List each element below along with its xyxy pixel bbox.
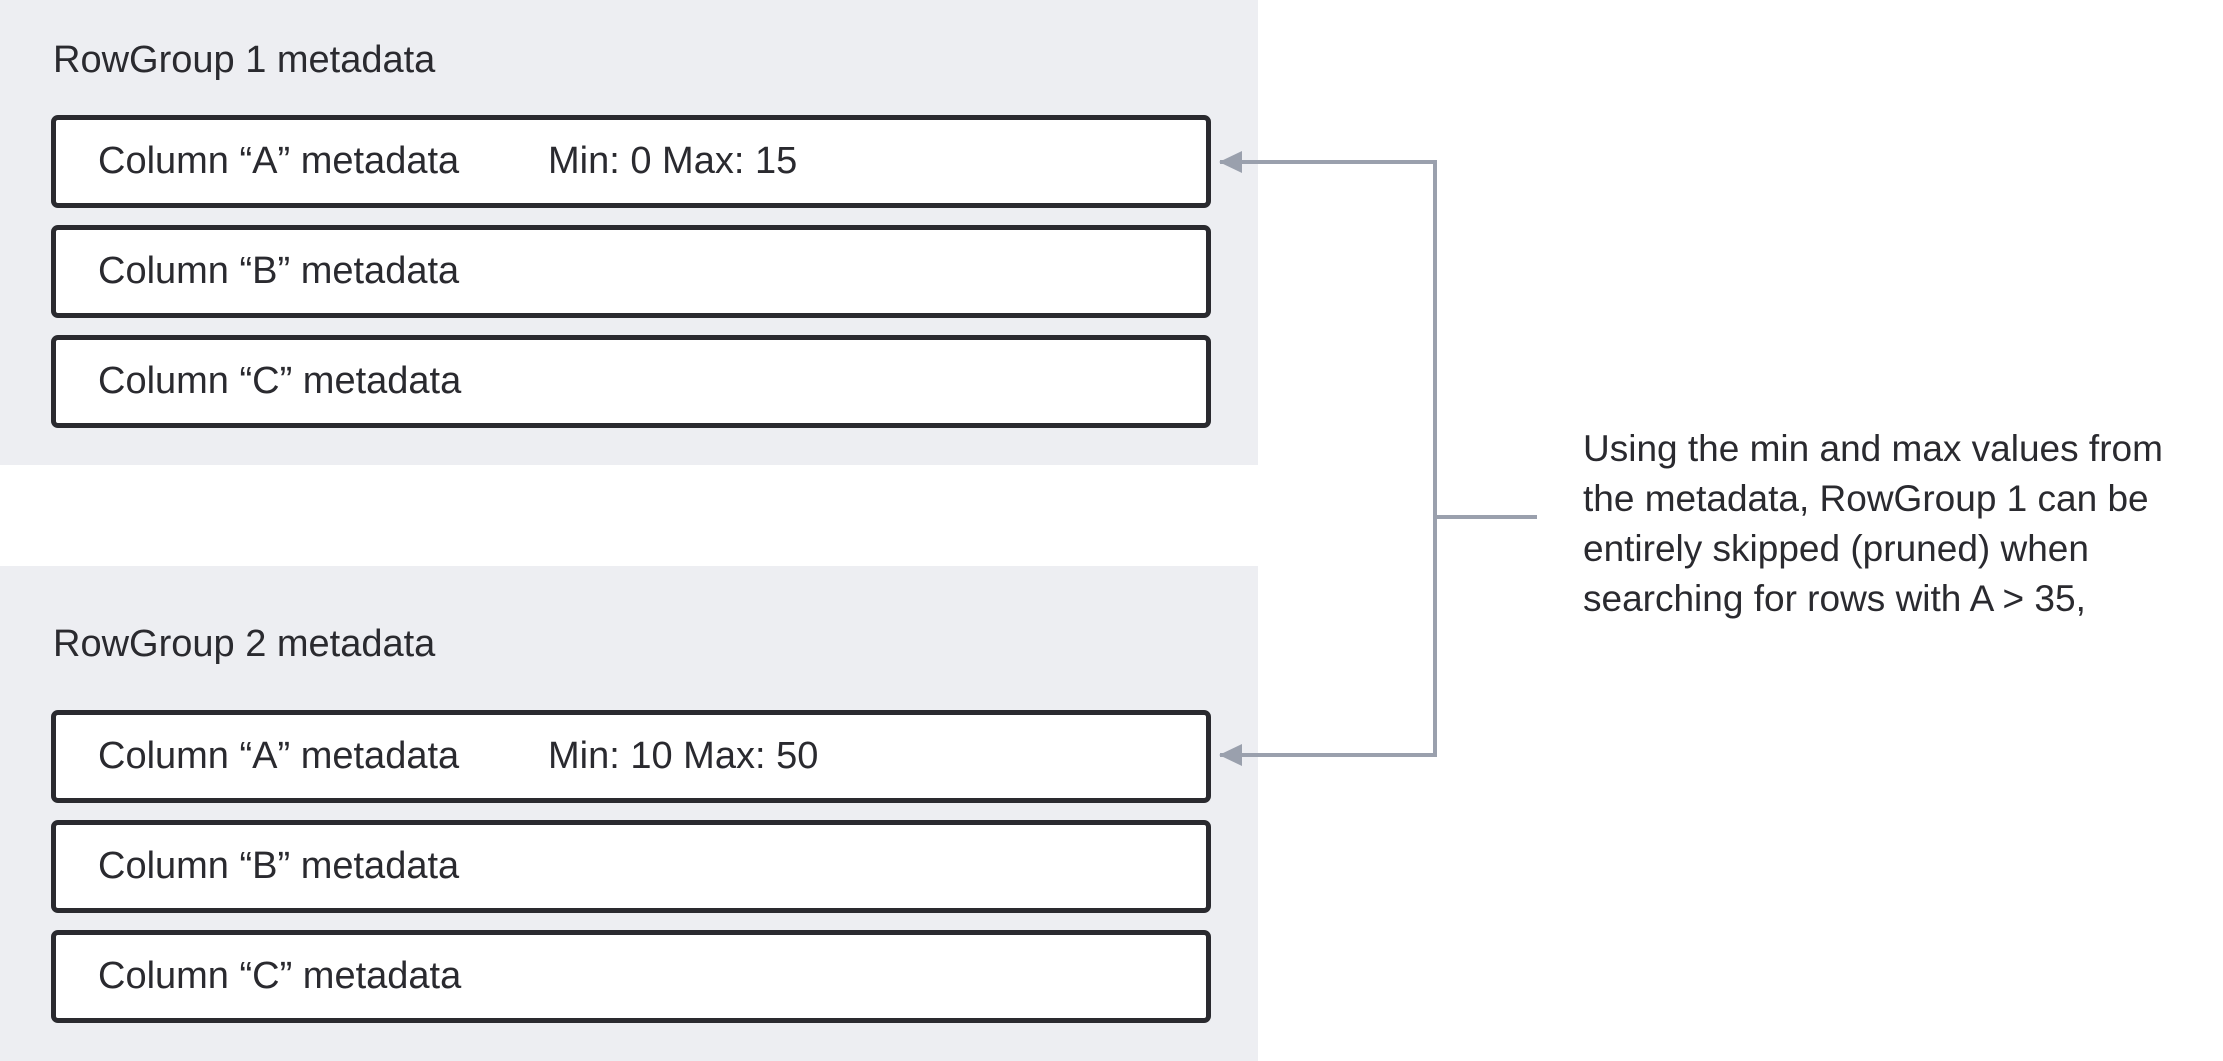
rowgroup-2-column-a-box: Column “A” metadata Min: 10 Max: 50	[51, 710, 1211, 803]
arrow-left-icon	[1219, 744, 1242, 766]
column-label: Column “B” metadata	[98, 250, 460, 292]
annotation-line: the metadata, RowGroup 1 can be	[1583, 478, 2149, 519]
rowgroup-1-column-b-box: Column “B” metadata	[51, 225, 1211, 318]
column-label: Column “C” metadata	[98, 360, 462, 402]
rowgroup-1-column-c-box: Column “C” metadata	[51, 335, 1211, 428]
connector-bracket	[1220, 160, 1437, 757]
arrow-left-icon	[1219, 151, 1242, 173]
rowgroup-2-column-c-box: Column “C” metadata	[51, 930, 1211, 1023]
column-min-max: Min: 10 Max: 50	[548, 735, 819, 777]
annotation-line: entirely skipped (pruned) when	[1583, 528, 2089, 569]
rowgroup-1-column-a-box: Column “A” metadata Min: 0 Max: 15	[51, 115, 1211, 208]
column-label: Column “A” metadata	[98, 140, 460, 182]
rowgroup-2-title: RowGroup 2 metadata	[53, 623, 436, 665]
rowgroup-1-title: RowGroup 1 metadata	[53, 39, 436, 81]
pruning-explanation: Using the min and max values from the me…	[1583, 424, 2223, 624]
column-min-max: Min: 0 Max: 15	[548, 140, 798, 182]
annotation-line: searching for rows with A > 35,	[1583, 578, 2086, 619]
annotation-line: Using the min and max values from	[1583, 428, 2163, 469]
rowgroup-2-column-b-box: Column “B” metadata	[51, 820, 1211, 913]
column-label: Column “C” metadata	[98, 955, 462, 997]
column-label: Column “B” metadata	[98, 845, 460, 887]
column-label: Column “A” metadata	[98, 735, 460, 777]
